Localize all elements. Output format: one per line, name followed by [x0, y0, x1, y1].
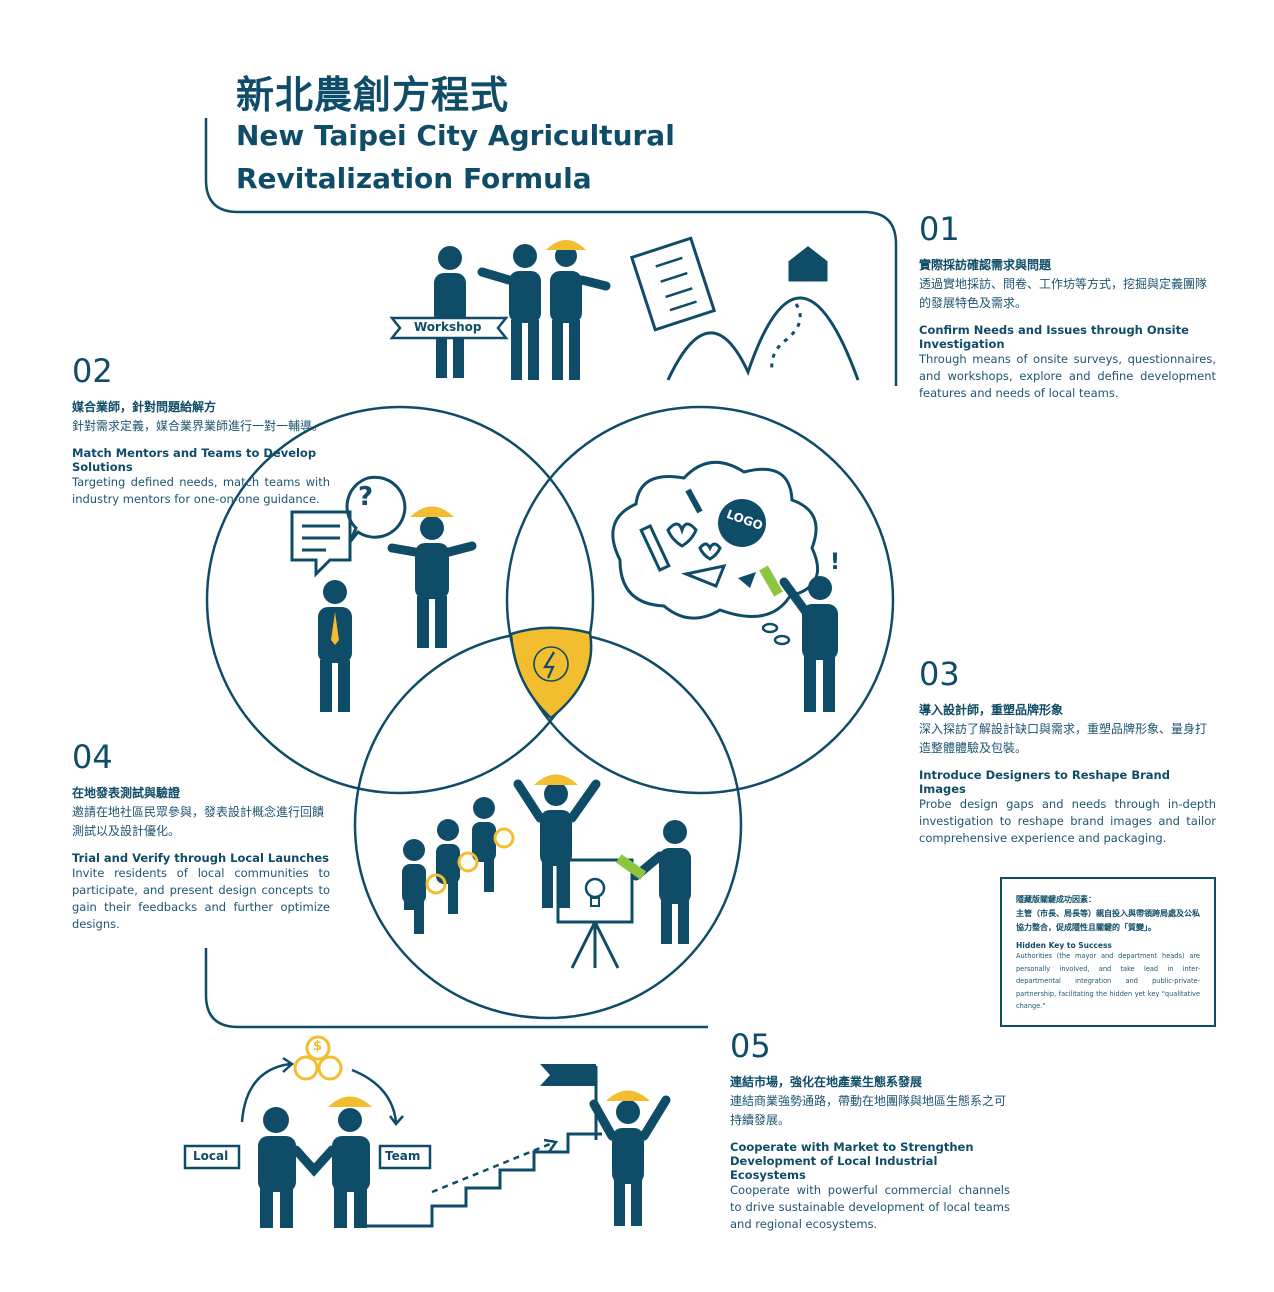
step-number: 01: [919, 210, 960, 248]
step-en-body: Probe design gaps and needs through in-d…: [919, 797, 1216, 845]
thought-cloud: [611, 460, 820, 620]
coins-icon: [293, 1035, 343, 1081]
title-en: New Taipei City Agricultural Revitalizat…: [236, 119, 675, 195]
step-zh-title: 在地發表測試與驗證: [72, 786, 181, 800]
exclaim-mark: !: [830, 550, 841, 575]
workshop-label: Workshop: [414, 320, 482, 334]
mountain-house-illustration: [666, 246, 860, 381]
step-en-title: Trial and Verify through Local Launches: [72, 851, 329, 865]
step-en-title: Introduce Designers to Reshape Brand Ima…: [919, 768, 1170, 796]
step-zh-title: 導入設計師，重塑品牌形象: [919, 703, 1064, 717]
step-04: 04 在地發表測試與驗證 邀請在地社區民眾參與，發表設計概念進行回饋測試以及設計…: [72, 738, 330, 933]
easel-icon: [556, 858, 634, 969]
idea-signs: [425, 827, 515, 895]
team-tag: [378, 1144, 432, 1170]
flag-farmer-illustration: [540, 1064, 671, 1226]
step-03: 03 導入設計師，重塑品牌形象 深入探訪了解設計缺口與需求，重塑品牌形象、量身打…: [919, 655, 1216, 847]
stairs-illustration: [366, 1132, 602, 1228]
bottom-frame-line: [204, 948, 708, 1029]
step-number: 05: [730, 1027, 771, 1065]
step-zh-body: 連結商業強勢通路，帶動在地團隊與地區生態系之可持續發展。: [730, 1094, 1007, 1127]
step-zh-title: 實際採訪確認需求與問題: [919, 258, 1052, 272]
step-zh-body: 邀請在地社區民眾參與，發表設計概念進行回饋測試以及設計優化。: [72, 805, 325, 838]
team-label: Team: [385, 1149, 421, 1163]
logo-circle: [718, 499, 766, 547]
question-mark: ?: [358, 482, 374, 512]
step-zh-body: 透過實地採訪、問卷、工作坊等方式，挖掘與定義團隊的發展特色及需求。: [919, 277, 1208, 310]
step-en-title: Confirm Needs and Issues through Onsite …: [919, 323, 1189, 351]
step-zh-body: 深入探訪了解設計缺口與需求，重塑品牌形象、量身打造整體體驗及包裝。: [919, 722, 1208, 755]
lightning-icon: [533, 646, 569, 682]
step-01: 01 實際採訪確認需求與問題 透過實地採訪、問卷、工作坊等方式，挖掘與定義團隊的…: [919, 210, 1216, 402]
step-en-body: Targeting defined needs, match teams wit…: [72, 475, 330, 506]
cycle-arrow-right: [351, 1068, 398, 1123]
step-05: 05 連結市場，強化在地產業生態系發展 連結商業強勢通路，帶動在地團隊與地區生態…: [730, 1027, 1010, 1233]
step-en-body: Cooperate with powerful commercial chann…: [730, 1183, 1010, 1231]
dollar-symbol: $: [313, 1039, 323, 1054]
step-zh-body: 針對需求定義，媒合業界業師進行一對一輔導。: [72, 419, 325, 433]
title-zh: 新北農創方程式: [236, 73, 510, 117]
workshop-banner: [389, 316, 509, 340]
venn-circle-right: [505, 405, 895, 795]
designer-illustration: [611, 460, 838, 712]
local-tag: [183, 1144, 241, 1170]
question-bubble-icon: [345, 475, 407, 543]
step-number: 04: [72, 738, 113, 776]
step-zh-title: 連結市場，強化在地產業生態系發展: [730, 1075, 923, 1089]
note-en-body: Authorities (the mayor and department he…: [1016, 952, 1200, 1010]
step-en-body: Invite residents of local communities to…: [72, 866, 330, 931]
handshake-illustration: [258, 1107, 370, 1228]
step-02: 02 媒合業師，針對問題給解方 針對需求定義，媒合業界業師進行一對一輔導。 Ma…: [72, 352, 330, 508]
step-en-title: Cooperate with Market to Strengthen Deve…: [730, 1140, 974, 1182]
top-frame-line: [204, 118, 898, 386]
clipboard-icon: [629, 236, 717, 332]
local-label: Local: [193, 1149, 229, 1163]
cycle-arrow-left: [240, 1062, 291, 1123]
step-number: 02: [72, 352, 113, 390]
chat-bubble-icon: [290, 510, 352, 578]
workshop-people-illustration: [434, 240, 611, 380]
note-zh-title: 隱藏版關鍵成功因素：: [1016, 895, 1096, 904]
note-en-title: Hidden Key to Success: [1016, 941, 1112, 950]
venn-circle-left: [205, 405, 595, 795]
audience-illustration: [402, 779, 691, 944]
step-en-title: Match Mentors and Teams to Develop Solut…: [72, 446, 317, 474]
step-number: 03: [919, 655, 960, 693]
step-zh-title: 媒合業師，針對問題給解方: [72, 400, 217, 414]
note-zh-body: 主管（市長、局長等）親自投入與帶領跨局處及公私協力整合，促成隱性且關鍵的「質變」…: [1016, 909, 1200, 932]
mentor-illustration: [290, 475, 477, 712]
hidden-key-note: 隱藏版關鍵成功因素： 主管（市長、局長等）親自投入與帶領跨局處及公私協力整合，促…: [1000, 877, 1216, 1027]
step-en-body: Through means of onsite surveys, questio…: [919, 352, 1216, 400]
